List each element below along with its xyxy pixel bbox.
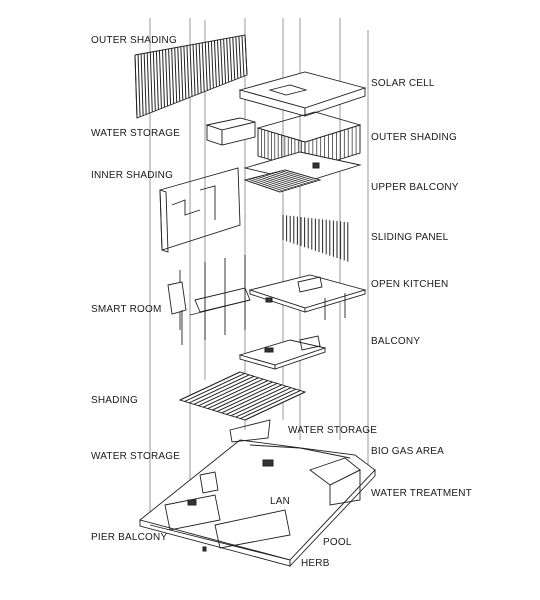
label-smart-room: SMART ROOM (91, 304, 162, 315)
label-water-treatment: WATER TREATMENT (371, 488, 472, 499)
water-storage-tank-top (205, 117, 256, 146)
label-bio-gas-area: BIO GAS AREA (371, 446, 444, 457)
label-lan: LAN (270, 496, 291, 507)
inner-shading-panels (159, 167, 241, 253)
upper-floor-frame (243, 111, 362, 183)
label-pier-balcony: PIER BALCONY (91, 532, 168, 543)
sliding-panel (282, 215, 349, 262)
smart-room-frame (167, 255, 251, 345)
label-solar-cell: SOLAR CELL (371, 78, 435, 89)
label-sliding-panel: SLIDING PANEL (371, 232, 449, 243)
label-shading: SHADING (91, 395, 138, 406)
label-balcony: BALCONY (371, 336, 421, 347)
ground-shading-louvres (178, 371, 307, 421)
solar-cell-roof (238, 71, 367, 117)
outer-shading-left-screen (134, 34, 248, 119)
label-water-storage-left: WATER STORAGE (91, 451, 181, 462)
label-outer-shading-left: OUTER SHADING (91, 35, 177, 46)
label-pool: POOL (323, 537, 352, 548)
upper-balcony-grating (243, 169, 322, 193)
label-water-storage-top: WATER STORAGE (91, 128, 181, 139)
label-inner-shading: INNER SHADING (91, 170, 174, 181)
label-water-storage-mid: WATER STORAGE (288, 425, 378, 436)
ground-floor-platform (139, 419, 376, 568)
balcony-floor (238, 335, 327, 370)
label-outer-shading-right: OUTER SHADING (371, 132, 457, 143)
open-kitchen-floor (248, 274, 367, 320)
label-upper-balcony: UPPER BALCONY (371, 182, 459, 193)
label-herb: HERB (301, 558, 330, 569)
label-open-kitchen: OPEN KITCHEN (371, 279, 449, 290)
